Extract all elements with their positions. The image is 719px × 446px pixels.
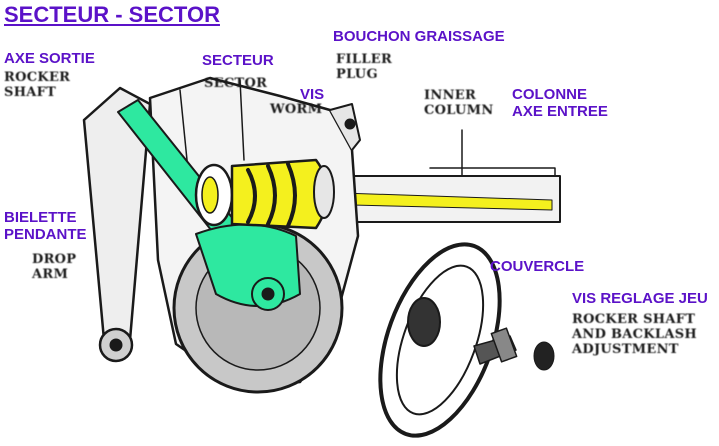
cover-plate <box>378 242 502 438</box>
label-axe-sortie: AXE SORTIE <box>4 50 95 67</box>
backlash-adjustment-screw <box>473 327 555 371</box>
inner-column-shaft <box>311 129 561 223</box>
label-inner-column: INNER COLUMN <box>424 88 494 118</box>
label-rocker-shaft-backlash-adjustment: ROCKER SHAFT AND BACKLASH ADJUSTMENT <box>572 312 697 357</box>
label-sector: SECTOR <box>204 76 268 91</box>
label-secteur: SECTEUR <box>202 52 274 69</box>
label-couvercle: COUVERCLE <box>490 258 585 275</box>
steering-box-illustration <box>82 76 561 438</box>
label-vis: VIS <box>300 86 325 103</box>
label-bouchon-graissage: BOUCHON GRAISSAGE <box>333 28 505 45</box>
label-filler-plug: FILLER PLUG <box>336 52 393 82</box>
label-colonne-axe-entree: COLONNE AXE ENTREE <box>512 86 608 120</box>
label-bielette-pendante: BIELETTE PENDANTE <box>4 209 87 243</box>
label-worm: WORM <box>270 102 323 117</box>
page-title: SECTEUR - SECTOR <box>4 2 220 27</box>
label-drop-arm: DROP ARM <box>32 252 77 282</box>
worm-gear <box>194 158 335 230</box>
label-rocker-shaft: ROCKER SHAFT <box>4 70 71 100</box>
label-vis-reglage-jeu: VIS REGLAGE JEU <box>572 290 708 307</box>
drop-arm <box>82 86 152 363</box>
